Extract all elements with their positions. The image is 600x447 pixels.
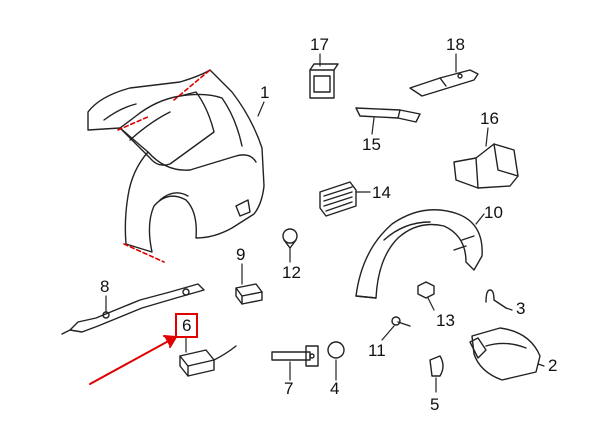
fuel-door-part-2 (469, 327, 541, 381)
bracket-part-18 (409, 69, 479, 97)
housing-part-16 (453, 143, 519, 189)
callout-1: 1 (260, 83, 270, 102)
callout-11: 11 (368, 341, 386, 360)
rail-part-15 (355, 107, 421, 123)
callout-17: 17 (310, 35, 329, 54)
callout-5: 5 (430, 395, 440, 414)
highlight-arrow (89, 335, 177, 385)
callout-15: 15 (362, 135, 381, 154)
callout-14: 14 (372, 183, 391, 202)
callout-10: 10 (484, 203, 503, 222)
nut-part-13 (417, 281, 435, 299)
callout-12: 12 (282, 263, 301, 282)
callout-3: 3 (516, 299, 526, 318)
leader-lines (105, 53, 545, 393)
hinge-part-7 (271, 345, 319, 367)
callout-16: 16 (480, 109, 499, 128)
callout-7: 7 (284, 379, 294, 398)
connector-part-9 (235, 283, 263, 305)
cap-part-4 (327, 341, 345, 359)
vent-part-14 (319, 181, 357, 217)
callout-4: 4 (330, 379, 340, 398)
clip-part-3 (485, 289, 507, 309)
callout-18: 18 (446, 35, 465, 54)
control-module-part-6 (179, 345, 237, 377)
plug-part-5 (429, 355, 444, 377)
switch-part-17 (309, 63, 339, 99)
plug-part-12 (282, 228, 298, 249)
quarter-panel-part-1 (87, 69, 265, 253)
liner-part-10 (355, 209, 483, 299)
callout-2: 2 (548, 356, 558, 375)
callout-13: 13 (436, 311, 455, 330)
cut-lines (117, 69, 211, 263)
screw-part-11 (391, 316, 411, 327)
callout-8: 8 (100, 277, 110, 296)
callout-9: 9 (236, 245, 246, 264)
callout-6-highlighted: 6 (175, 313, 199, 338)
